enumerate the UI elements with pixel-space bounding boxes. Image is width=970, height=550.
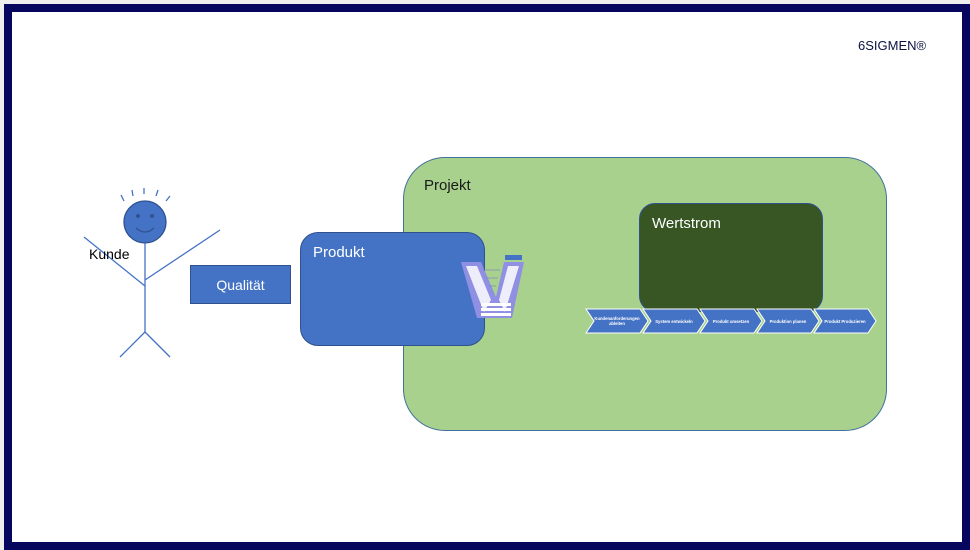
quality-label: Qualität xyxy=(216,276,265,293)
product-label: Produkt xyxy=(313,244,365,261)
customer-ray xyxy=(165,195,171,202)
process-step-1-arrow xyxy=(585,308,649,334)
customer-label: Kunde xyxy=(89,246,130,262)
customer-right-arm xyxy=(144,229,221,281)
v-model-base-row xyxy=(481,303,511,306)
customer-ray xyxy=(131,189,134,197)
quality-box: Qualität xyxy=(190,265,291,304)
process-step-2-arrow xyxy=(642,308,706,334)
customer-left-leg xyxy=(119,331,146,358)
customer-left-arm xyxy=(83,236,146,287)
v-model-left-arm xyxy=(466,266,491,312)
process-step-1-label: Kundenanforderungen ableiten xyxy=(594,316,640,326)
v-model-icon xyxy=(461,255,524,318)
project-label: Projekt xyxy=(424,177,471,194)
brand-logo-text: 6SIGMEN® xyxy=(858,38,927,53)
customer-ray xyxy=(155,189,159,197)
v-model-base-row xyxy=(481,308,511,311)
v-model-top-left-box xyxy=(461,255,483,260)
process-step-4-label: Produktion planen xyxy=(769,318,807,324)
customer-eye-left xyxy=(136,214,140,218)
value-stream-box xyxy=(639,203,823,312)
customer-smile xyxy=(135,227,155,233)
customer-stick-figure xyxy=(83,188,221,358)
process-step-5-arrow xyxy=(813,308,877,334)
process-step-4-arrow xyxy=(756,308,820,334)
customer-right-leg xyxy=(144,331,171,358)
customer-head xyxy=(123,200,167,244)
customer-eye-right xyxy=(150,214,154,218)
process-step-2-label: System entwickeln xyxy=(655,318,693,324)
process-step-3-label: Produkt umsetzen xyxy=(712,318,750,324)
v-model-right-arm xyxy=(499,266,519,312)
process-step-5-label: Produkt Produzieren xyxy=(824,318,866,324)
value-stream-label: Wertstrom xyxy=(652,215,721,232)
customer-ray xyxy=(120,194,125,202)
v-model-base-row xyxy=(481,313,511,316)
v-model-top-right-box xyxy=(505,255,522,260)
process-chevrons xyxy=(585,308,877,334)
product-box xyxy=(300,232,485,346)
process-step-3-arrow xyxy=(699,308,763,334)
